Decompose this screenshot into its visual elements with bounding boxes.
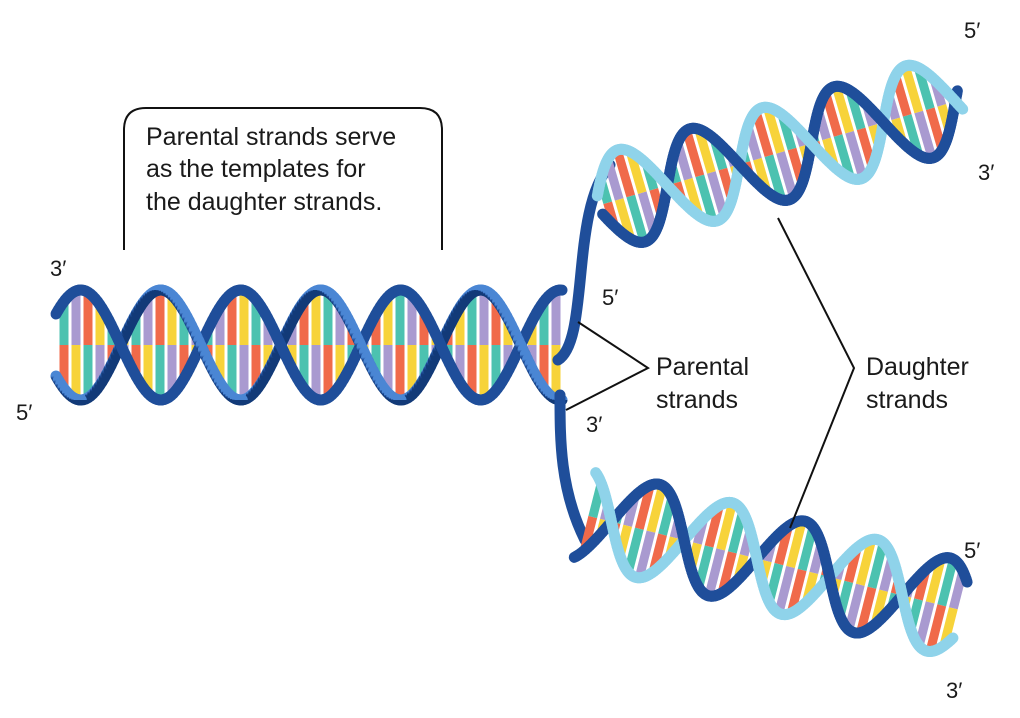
upper-base — [845, 130, 868, 180]
lower-fork-3prime-label: 3′ — [586, 412, 602, 437]
lower-strand — [847, 626, 860, 639]
lower-base — [646, 484, 667, 533]
lower-base — [925, 557, 946, 604]
lower-base — [855, 538, 877, 586]
lower-daughter-helix — [568, 467, 973, 657]
parental-strands-label-line-1: Parental — [656, 353, 749, 381]
lower-base — [704, 548, 726, 598]
daughter-strands-label-line-1: Daughter — [866, 353, 969, 381]
daughter-leader-lines — [777, 217, 856, 529]
upper-base — [612, 148, 636, 198]
lower-base — [856, 586, 877, 634]
lower-base — [867, 541, 888, 589]
lower-base — [623, 527, 644, 574]
upper-base — [694, 127, 716, 174]
upper-base — [900, 64, 924, 114]
upper-fork-5prime-label: 5′ — [602, 285, 618, 310]
lower-strand — [629, 571, 642, 584]
lower-base — [716, 501, 737, 551]
lower-base — [925, 604, 947, 653]
left-3prime-label: 3′ — [50, 256, 66, 281]
lower-strand — [960, 573, 973, 588]
upper-strand — [951, 85, 963, 101]
lower-base — [914, 601, 935, 647]
upper-right-3prime-label: 3′ — [978, 160, 994, 185]
upper-base — [831, 85, 854, 134]
callout-line-1: Parental strands serve — [146, 123, 396, 151]
daughter-strands-label-line-2: strands — [866, 386, 948, 414]
upper-daughter-helix — [591, 59, 969, 248]
upper-strand — [639, 235, 652, 248]
parental-leader-lines — [565, 321, 650, 411]
lower-base — [774, 565, 795, 615]
lower-base — [634, 484, 655, 530]
parental-double-helix — [50, 159, 616, 546]
lower-base — [844, 583, 865, 632]
upper-strand — [783, 193, 796, 206]
upper-base — [695, 174, 718, 223]
upper-base — [914, 110, 937, 160]
upper-base — [682, 129, 705, 178]
upper-strand — [711, 214, 724, 227]
upper-strand — [927, 151, 940, 164]
upper-base — [764, 154, 787, 202]
lower-base — [634, 530, 656, 579]
lower-strand — [945, 632, 959, 646]
upper-base — [707, 171, 729, 218]
left-5prime-label: 5′ — [16, 400, 32, 425]
lower-base — [937, 558, 958, 607]
upper-base — [776, 151, 798, 199]
upper-base — [626, 194, 649, 244]
lower-right-5prime-label: 5′ — [964, 538, 980, 563]
callout-line-3: the daughter strands. — [146, 188, 382, 216]
upper-base — [751, 110, 774, 157]
parental-strands-label-line-2: strands — [656, 386, 738, 414]
upper-strand — [954, 100, 969, 115]
upper-strand — [855, 172, 868, 185]
fork-lower-strand — [554, 389, 591, 546]
callout-line-2: as the templates for — [146, 155, 366, 183]
lower-right-3prime-label: 3′ — [946, 678, 962, 703]
upper-base — [763, 106, 785, 154]
lower-base — [786, 519, 807, 569]
upper-right-5prime-label: 5′ — [964, 18, 980, 43]
callout-bracket — [123, 107, 443, 250]
